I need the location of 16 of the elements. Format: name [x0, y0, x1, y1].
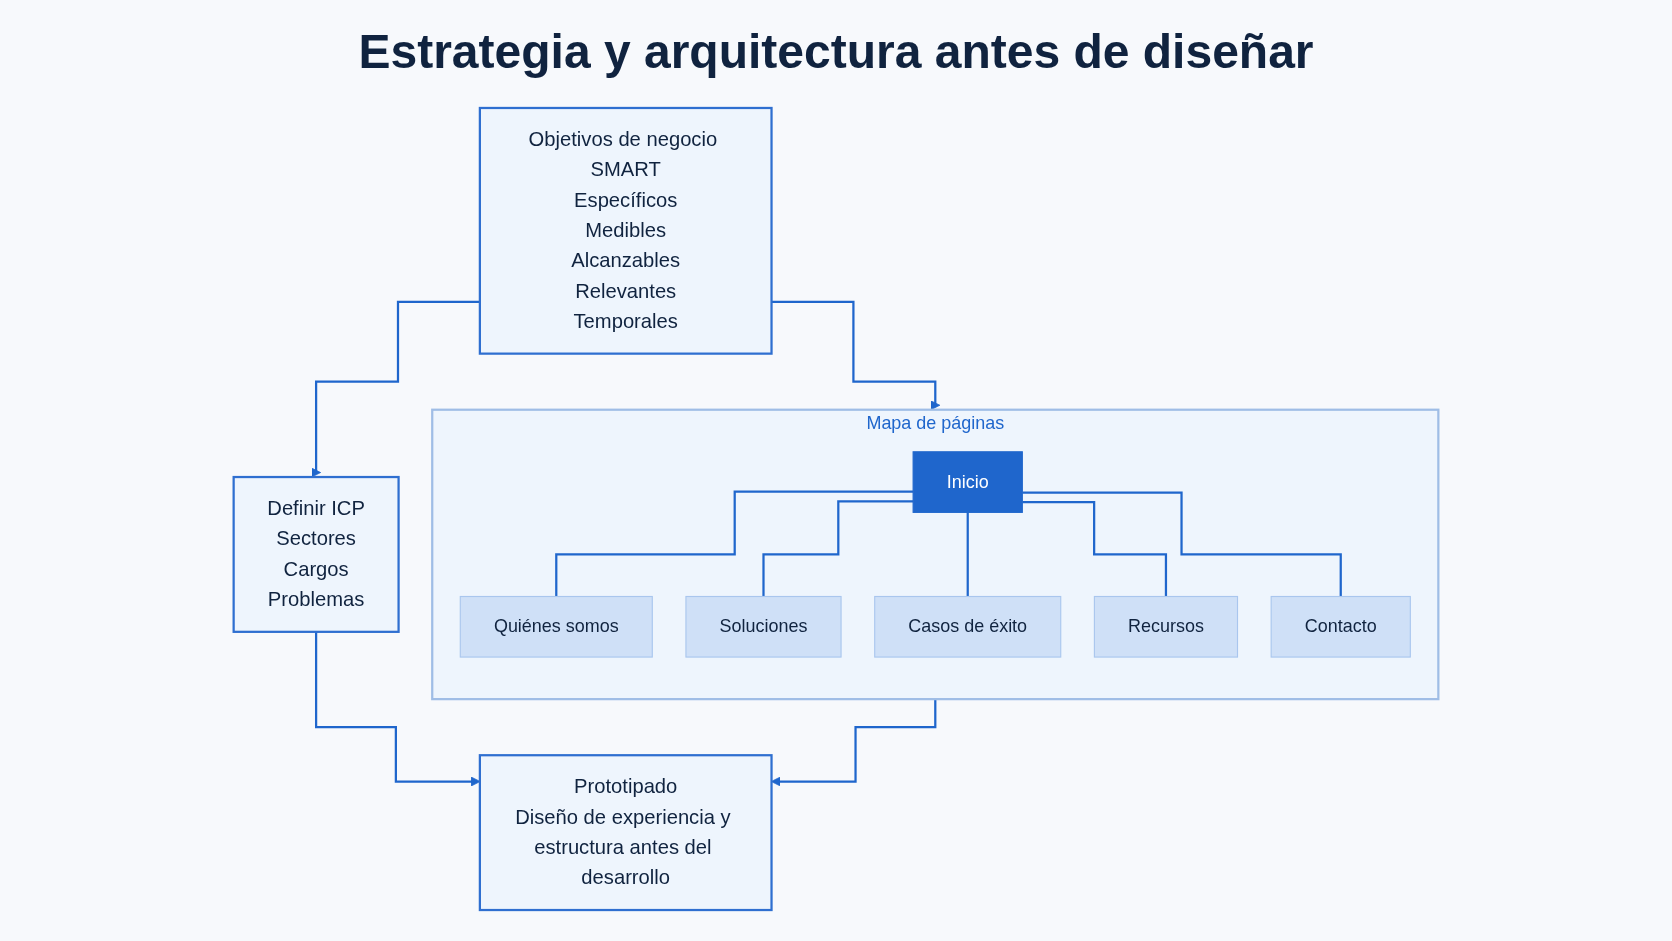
node-box: Casos de éxito	[874, 595, 1062, 658]
node-box: Soluciones	[685, 595, 842, 658]
connector	[1022, 500, 1168, 598]
node-box: Recursos	[1093, 595, 1239, 658]
node-box: Prototipado Diseño de experiencia y estructura antes del desarrollo	[478, 754, 773, 912]
node-box: Definir ICP Sectores Cargos Problemas	[232, 475, 400, 633]
arrow	[311, 300, 480, 478]
connector	[966, 511, 969, 598]
connector	[555, 490, 914, 598]
node-box: Inicio	[912, 451, 1023, 513]
title: Estrategia y arquitectura antes de diseñar	[358, 24, 1314, 79]
connector	[1022, 491, 1342, 598]
node-box: Contacto	[1270, 595, 1411, 658]
node-box: Quiénes somos	[459, 595, 653, 658]
connector	[762, 500, 914, 598]
node-box: Objetivos de negocio SMART Específicos Medibles Alcanzables Relevantes Temporales	[478, 106, 773, 355]
